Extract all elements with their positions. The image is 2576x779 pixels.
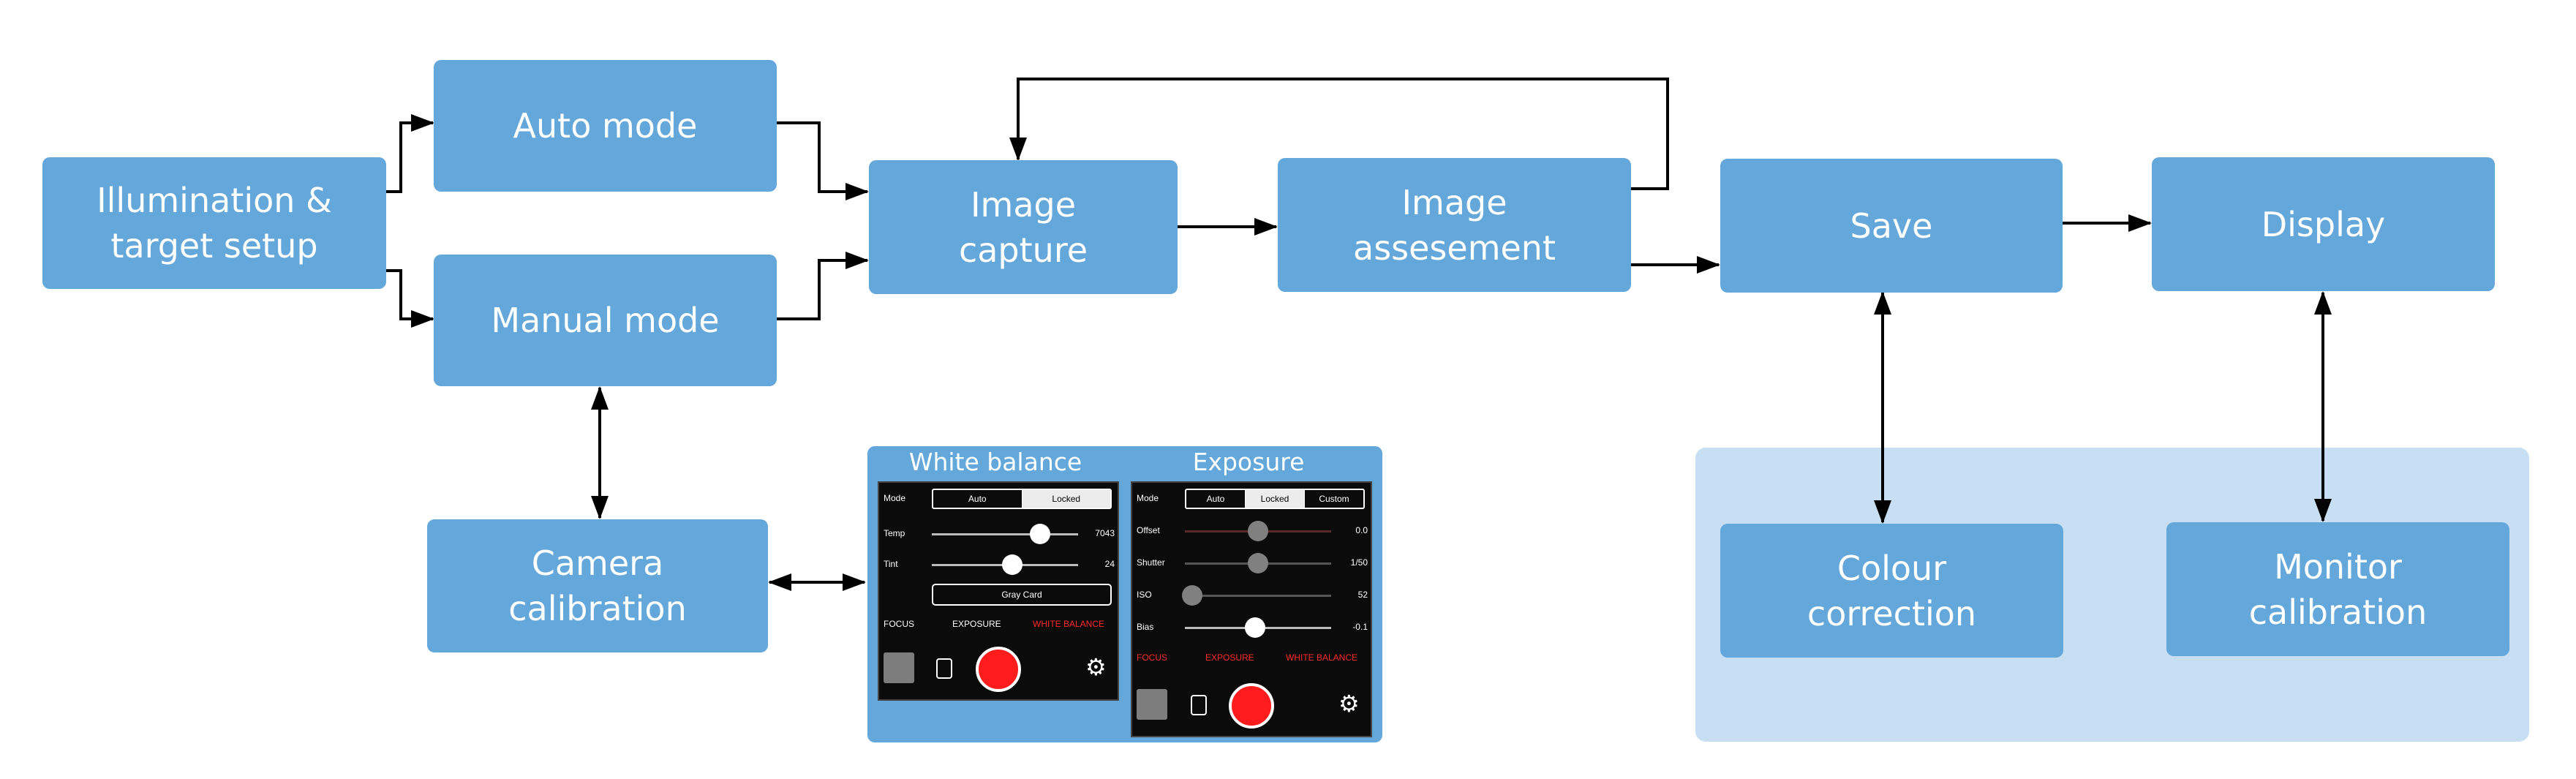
exp-tab-exposure[interactable]: EXPOSURE <box>1205 652 1254 663</box>
wb-temp-label: Temp <box>884 528 905 538</box>
arrow-feedback-loop <box>1009 78 1669 190</box>
wb-mode-label: Mode <box>884 493 906 503</box>
exp-bias-value: -0.1 <box>1352 622 1368 632</box>
wb-tab-white-balance[interactable]: WHITE BALANCE <box>1033 619 1105 629</box>
wb-mode-auto[interactable]: Auto <box>933 490 1023 508</box>
wb-tab-focus[interactable]: FOCUS <box>884 619 914 629</box>
wb-temp-value: 7043 <box>1095 528 1115 538</box>
exp-mode-label: Mode <box>1137 493 1159 503</box>
camera-app-panel: White balance Mode Auto Locked Temp 7043… <box>867 446 1382 742</box>
node-save: Save <box>1720 159 2063 293</box>
exp-shutter-button[interactable] <box>1229 683 1274 729</box>
exp-mode-custom[interactable]: Custom <box>1319 494 1349 504</box>
gray-card-button[interactable]: Gray Card <box>932 584 1112 606</box>
exp-tab-focus[interactable]: FOCUS <box>1137 652 1167 663</box>
exp-shutter-value: 1/50 <box>1350 557 1368 568</box>
wb-gallery-thumbnail[interactable] <box>884 652 914 683</box>
node-image-assessment: Image assesement <box>1278 158 1631 292</box>
wb-mode-locked[interactable]: Locked <box>1022 490 1110 508</box>
wb-tint-label: Tint <box>884 559 898 569</box>
wb-tab-exposure[interactable]: EXPOSURE <box>952 619 1001 629</box>
exp-bias-label: Bias <box>1137 622 1154 632</box>
white-balance-title: White balance <box>908 448 1082 476</box>
arrow-setup-auto <box>386 114 434 193</box>
wb-camera-switch-icon[interactable] <box>936 658 952 679</box>
exp-camera-switch-icon[interactable] <box>1191 695 1207 715</box>
wb-tint-slider-knob[interactable] <box>1002 554 1023 575</box>
wb-mode-segmented[interactable]: Auto Locked <box>932 489 1112 509</box>
node-illumination-setup: Illumination & target setup <box>42 157 386 289</box>
arrow-auto-capture <box>777 121 869 200</box>
exp-shutter-slider-knob[interactable] <box>1248 553 1268 573</box>
exp-iso-track[interactable] <box>1185 595 1331 597</box>
exposure-screen: Mode Auto Locked Custom Offset 0.0 Shutt… <box>1131 481 1372 737</box>
exp-offset-slider-knob[interactable] <box>1248 521 1268 541</box>
exp-iso-value: 52 <box>1357 590 1368 600</box>
exp-tab-white-balance[interactable]: WHITE BALANCE <box>1286 652 1358 663</box>
exp-settings-gear-icon[interactable]: ⚙ <box>1338 690 1360 717</box>
exp-iso-label: ISO <box>1137 590 1152 600</box>
wb-shutter-button[interactable] <box>976 647 1021 692</box>
node-manual-mode: Manual mode <box>434 255 777 386</box>
arrow-manual-capture <box>777 252 869 320</box>
wb-tint-value: 24 <box>1104 559 1115 569</box>
node-monitor-calibration: Monitor calibration <box>2166 522 2509 656</box>
exposure-title: Exposure <box>1192 448 1305 476</box>
node-camera-calibration: Camera calibration <box>427 519 768 652</box>
node-auto-mode: Auto mode <box>434 60 777 192</box>
exp-offset-value: 0.0 <box>1355 525 1368 535</box>
node-image-capture: Image capture <box>869 160 1178 294</box>
exp-gallery-thumbnail[interactable] <box>1137 689 1167 720</box>
exp-mode-auto[interactable]: Auto <box>1186 490 1246 508</box>
exp-mode-locked[interactable]: Locked <box>1246 490 1305 508</box>
wb-temp-track[interactable] <box>932 533 1078 535</box>
exp-mode-segmented[interactable]: Auto Locked Custom <box>1185 489 1365 509</box>
wb-temp-slider-knob[interactable] <box>1030 524 1050 544</box>
node-display: Display <box>2152 157 2495 291</box>
exp-shutter-label: Shutter <box>1137 557 1165 568</box>
node-colour-correction: Colour correction <box>1720 524 2063 658</box>
exp-bias-slider-knob[interactable] <box>1245 617 1265 638</box>
exp-offset-label: Offset <box>1137 525 1160 535</box>
exp-iso-slider-knob[interactable] <box>1182 585 1202 606</box>
white-balance-screen: Mode Auto Locked Temp 7043 Tint 24 Gray … <box>878 481 1119 701</box>
wb-settings-gear-icon[interactable]: ⚙ <box>1085 654 1107 680</box>
arrow-setup-manual <box>386 269 434 328</box>
